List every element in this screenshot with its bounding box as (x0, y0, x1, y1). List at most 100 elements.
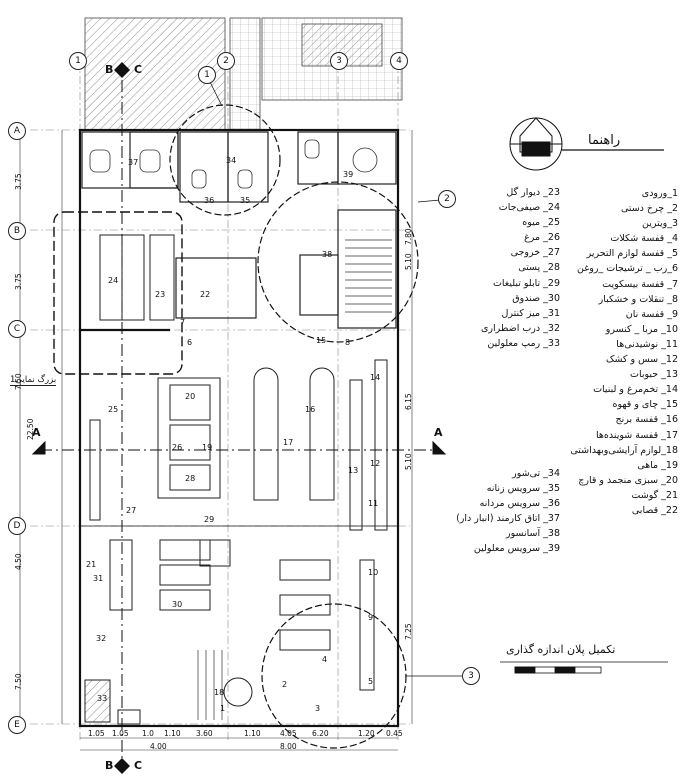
legend-item: 30_ صندوق (512, 292, 560, 304)
axis-bubble-3: 3 (330, 52, 348, 70)
hatch-zone-mid (229, 17, 261, 131)
dimension-lines (19, 130, 413, 751)
legend-item: 8_ تنقلات و خشکبار (598, 293, 678, 305)
room-number: 32 (96, 634, 107, 643)
dimension-text: 6.15 (404, 393, 413, 410)
dimension-text: 4.50 (14, 553, 23, 570)
room-number: 11 (368, 499, 379, 508)
dimension-text: 7.50 (14, 673, 23, 690)
legend-item: 31_ میز کنترل (501, 307, 560, 319)
axis-bubble-E: E (8, 716, 26, 734)
legend-item: 1_ورودی (641, 188, 678, 199)
legend-item: 19_ ماهی (637, 459, 678, 471)
legend-item: 22_ قصابی (631, 504, 678, 516)
section-markers (114, 62, 130, 774)
shelving (84, 234, 388, 725)
room-number: 2 (282, 680, 288, 689)
legend-item: 28_ پستی (518, 262, 560, 274)
dimension-text: 1.10 (164, 729, 181, 738)
axis-bubble-D: D (8, 517, 26, 535)
legend-item: 33_ رمپ معلولین (487, 337, 560, 349)
legend-item: 37_ اتاق کارمند (انبار دار) (456, 513, 560, 525)
dimension-text: 3.60 (196, 729, 213, 738)
legend-item: 11_ نوشیدنی‌ها (616, 338, 678, 350)
room-number: 27 (126, 506, 137, 515)
room-number: 39 (343, 170, 354, 179)
room-number: 7 (180, 318, 186, 327)
north-arrow-icon (509, 117, 664, 171)
axis-bubble-C: C (8, 320, 26, 338)
service-rooms (81, 131, 397, 329)
legend-item: 3_ویترین (641, 218, 678, 230)
room-number: 1 (220, 704, 226, 713)
legend-item: 27_ خروجی (510, 247, 560, 259)
room-number: 28 (185, 474, 196, 483)
legend-item: 36_ سرویس مردانه (479, 498, 560, 510)
room-number: 13 (348, 466, 359, 475)
dimension-text: 1.05 (112, 729, 129, 738)
room-number: 23 (155, 290, 166, 299)
legend-item: 23_ دیوار گل (506, 187, 560, 198)
dimension-text: 0.45 (386, 729, 403, 738)
room-number: 18 (214, 688, 225, 697)
room-number: 35 (240, 196, 251, 205)
dimension-text: 4.05 (280, 729, 297, 738)
room-number: 30 (172, 600, 183, 609)
room-number: 15 (316, 336, 327, 345)
legend-item: 20_ سبزی منجمد و قارچ (578, 474, 678, 486)
room-number: 20 (185, 392, 196, 401)
legend-item: 16_ قفسة برنج (615, 414, 678, 426)
legend-item: 13_ حبوبات (630, 369, 678, 381)
room-number: 33 (97, 694, 108, 703)
legend-item: 32_ درب اضطراری (480, 322, 560, 334)
room-number: 16 (305, 405, 316, 414)
legend-item: 2_ چرخ دستی (620, 203, 678, 215)
room-number: 8 (345, 338, 351, 347)
room-number: 4 (322, 655, 328, 664)
legend-item: 35_ سرویس زنانه (486, 483, 560, 495)
axis-bubble-2: 2 (217, 52, 235, 70)
axis-bubble-A: A (8, 122, 26, 140)
callout-2: 2 (438, 190, 456, 208)
dimension-text: 6.20 (312, 729, 329, 738)
dimension-text: 1.05 (88, 729, 105, 738)
legend-item: 39_ سرویس معلولین (473, 543, 560, 555)
section-label-A-left: A (32, 426, 41, 439)
room-number: 38 (322, 250, 333, 259)
room-number: 36 (204, 196, 215, 205)
legend-item: 15_ چای و قهوه (612, 399, 679, 411)
legend-item: 18_لوازم آرایشی‌وبهداشتی (570, 444, 678, 456)
legend-item: 12_ سس و کشک (605, 354, 678, 366)
room-number: 29 (204, 515, 215, 524)
room-number: 31 (93, 574, 104, 583)
room-number: 25 (108, 405, 119, 414)
dimension-text: 3.75 (14, 273, 23, 290)
room-number: 37 (128, 158, 139, 167)
axis-bubble-4: 4 (390, 52, 408, 70)
room-number: 17 (283, 438, 294, 447)
dimension-text: 22.50 (26, 418, 35, 440)
legend-item: 14_ تخم‌مرغ و لبنیات (593, 384, 678, 396)
section-label-A-right: A (434, 426, 443, 439)
dimension-text: 4.00 (150, 742, 167, 751)
legend-item: 29_ تابلو تبلیغات (492, 277, 560, 289)
scale-bar-icon (500, 661, 668, 674)
legend-item: 25_ میوه (522, 217, 560, 229)
room-number: 5 (368, 677, 374, 686)
room-number: 22 (200, 290, 211, 299)
room-number: 3 (315, 704, 321, 713)
toilet-fixtures (89, 139, 378, 189)
room-number: 21 (86, 560, 97, 569)
plan-title: تکمیل پلان اندازه گذاری (506, 643, 616, 656)
legend-item: 7_ قفسة بیسکویت (602, 278, 678, 290)
legend-item: 21_ گوشت (631, 489, 678, 501)
legend-item: 10_ مربا _ کنسرو (605, 323, 678, 335)
axis-bubble-1: 1 (69, 52, 87, 70)
room-number: 14 (370, 373, 381, 382)
legend-title: راهنما (588, 133, 621, 148)
dimension-text: 1.10 (244, 729, 261, 738)
section-label-B-top: B (105, 63, 114, 76)
